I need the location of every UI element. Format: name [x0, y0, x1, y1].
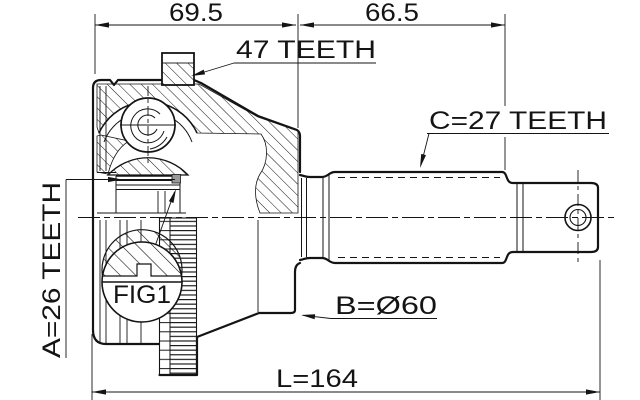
label-c-27-teeth: C=27 TEETH: [420, 107, 609, 168]
ball-groove-arc-3: [149, 136, 168, 150]
housing-cross-section: [91, 52, 302, 377]
ball-groove-arc-2: [137, 114, 158, 136]
inner-spline-bore: [97, 172, 186, 214]
dimension-overall-length: L=164: [91, 260, 601, 400]
dim-length-text: L=164: [276, 365, 358, 393]
label-c-27-teeth-text: C=27 TEETH: [429, 107, 607, 135]
fig1-label: FIG1: [113, 281, 171, 309]
label-47-teeth-text: 47 TEETH: [236, 36, 376, 64]
fig1-leader-arrowhead: [168, 189, 176, 203]
dimension-69-5: 69.5: [94, 0, 299, 128]
housing-outline-bottom: [91, 216, 161, 346]
label-b-diameter: B=Ø60: [301, 292, 437, 320]
label-47-teeth: 47 TEETH: [191, 36, 376, 76]
label-b-diameter-text: B=Ø60: [335, 292, 437, 320]
housing-outline-top: [91, 78, 164, 220]
fig1-spline-tooth-hatch: [101, 229, 183, 277]
fig1-detail: FIG1: [101, 174, 183, 323]
fig1-target-square: [171, 174, 181, 184]
outer-spline-root-lines: [338, 177, 500, 258]
dim-66-5-text: 66.5: [365, 0, 419, 27]
dimension-66-5: 66.5: [300, 0, 506, 170]
housing-outline-slope: [192, 78, 302, 174]
label-a-26-teeth: A=26 TEETH: [38, 176, 175, 358]
inner-race-hatch: [106, 157, 190, 176]
abs-ring-hatch: [161, 62, 195, 86]
ball-groove-arc-1: [130, 108, 165, 144]
housing-wall-hatch: [96, 83, 299, 214]
housing-bell-mouth: [195, 261, 302, 377]
dim-69-5-text: 69.5: [169, 0, 223, 27]
label-a-26-teeth-text: A=26 TEETH: [38, 182, 66, 358]
